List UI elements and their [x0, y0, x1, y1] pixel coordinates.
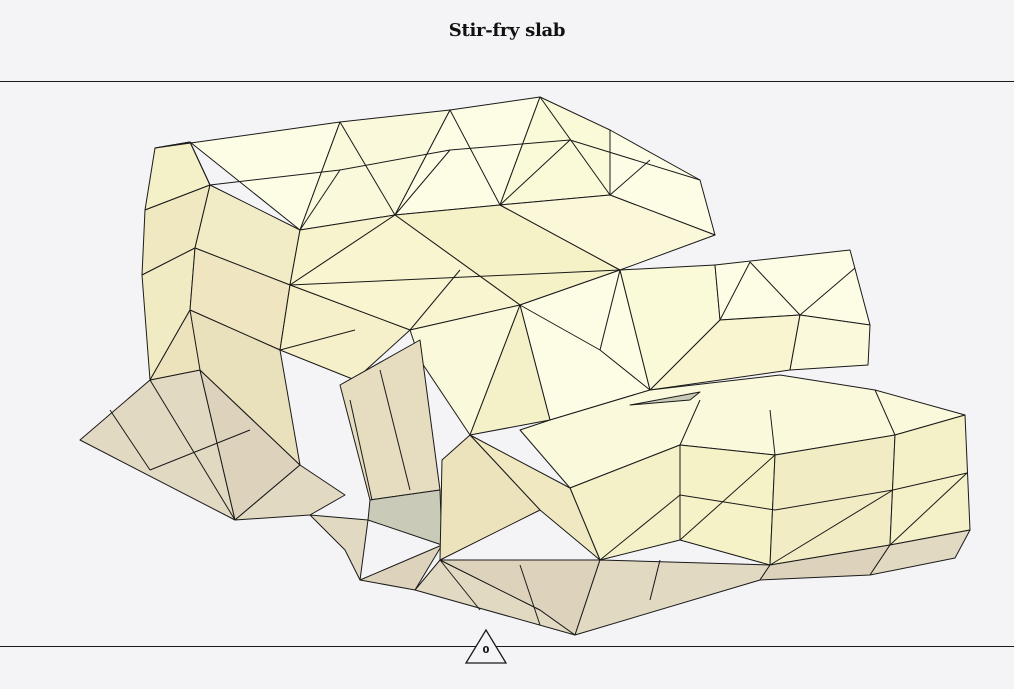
mesh-edge — [749, 261, 801, 316]
mesh-edge — [892, 472, 968, 491]
mesh-edge — [799, 267, 856, 316]
mesh-face — [889, 414, 971, 546]
mesh-face — [789, 314, 871, 371]
mesh-edge — [539, 96, 611, 196]
mesh-face — [234, 464, 346, 521]
mesh-edge — [449, 139, 571, 151]
mesh-face — [359, 544, 443, 591]
mesh-edge — [874, 389, 896, 436]
marker-value: 0 — [482, 645, 490, 656]
mesh-edge — [149, 429, 251, 471]
mesh-edge — [569, 139, 701, 181]
mesh-face — [679, 444, 776, 566]
mesh-edge — [149, 379, 236, 521]
mesh-edge — [679, 454, 776, 541]
mesh-face — [367, 489, 443, 546]
mesh-edge — [769, 409, 776, 456]
mesh-face — [499, 194, 716, 271]
mesh-edge — [279, 329, 356, 351]
bottom-bar — [0, 646, 1014, 689]
mesh-edge — [409, 269, 461, 331]
mesh-edge — [649, 559, 661, 601]
mesh-edge — [519, 304, 601, 351]
mesh-edge — [189, 141, 211, 186]
mesh-edge — [609, 159, 651, 196]
mesh-face — [469, 304, 551, 436]
mesh-edge — [339, 121, 396, 216]
mesh-face — [629, 391, 701, 406]
mesh-edge — [679, 494, 776, 511]
mesh-edge — [339, 149, 451, 171]
mesh-viewport[interactable] — [0, 82, 1014, 646]
mesh-edge — [769, 489, 894, 566]
mesh-edge — [774, 489, 894, 511]
mesh-edge — [439, 559, 481, 611]
page-title: Stir-fry slab — [448, 20, 566, 41]
mesh-edge — [349, 399, 373, 501]
mesh-edge — [519, 564, 541, 626]
mesh-edge — [599, 269, 621, 351]
mesh-face — [714, 249, 871, 326]
mesh-face — [439, 434, 541, 561]
mesh-face — [574, 559, 771, 636]
mesh-edge — [299, 169, 341, 231]
mesh-edge — [379, 369, 411, 491]
mesh-edge — [449, 109, 501, 206]
mesh-edge — [499, 139, 571, 206]
mesh-face — [309, 514, 369, 581]
slab-mesh-render — [79, 96, 971, 636]
triangle-marker-icon — [464, 628, 508, 664]
mesh-face — [189, 309, 301, 466]
mesh-edge — [289, 269, 621, 286]
mesh-edge — [889, 472, 968, 546]
mesh-edge — [394, 149, 451, 216]
mesh-edge — [599, 494, 681, 561]
mesh-face — [869, 529, 971, 576]
origin-marker[interactable]: 0 — [464, 628, 508, 666]
mesh-edge — [719, 261, 751, 321]
title-bar: Stir-fry slab — [0, 0, 1014, 82]
mesh-edge — [109, 409, 151, 471]
mesh-edge — [209, 169, 341, 186]
mesh-edge — [679, 399, 701, 446]
mesh-edge — [599, 349, 651, 391]
